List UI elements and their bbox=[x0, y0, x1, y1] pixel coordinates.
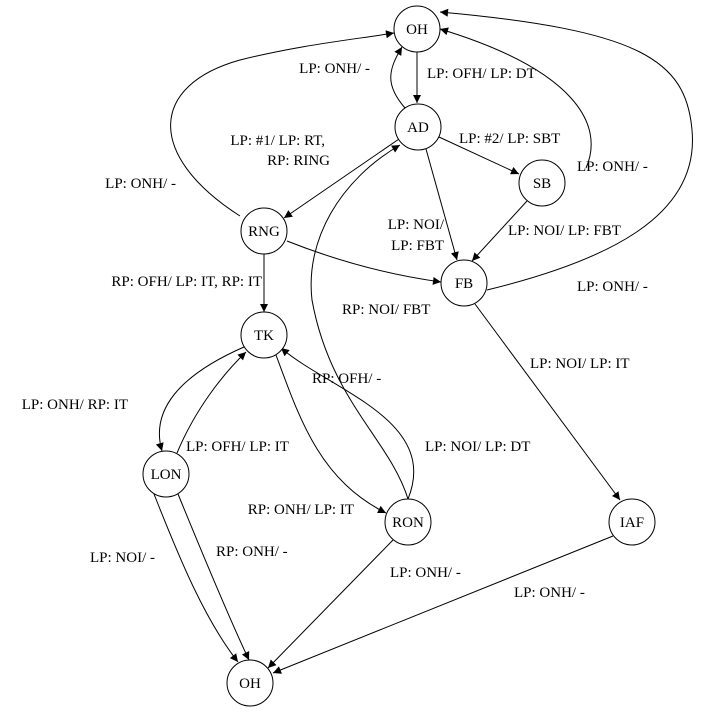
state-node-oh-bottom: OH bbox=[226, 659, 274, 707]
edge-fb-iaf bbox=[474, 303, 621, 501]
state-node-sb: SB bbox=[518, 159, 566, 207]
edge-label-rng-tk: RP: OFH/ LP: IT, RP: IT bbox=[111, 274, 262, 290]
state-node-rng: RNG bbox=[240, 207, 288, 255]
edge-label-ad-sb: LP: #2/ LP: SBT bbox=[459, 131, 560, 147]
state-circle bbox=[440, 259, 488, 307]
state-label: SB bbox=[533, 176, 551, 192]
edge-ron-ad bbox=[310, 144, 409, 500]
edge-label-lon-tk: LP: OFH/ LP: IT bbox=[186, 439, 289, 455]
edge-label-rng-fb: RP: NOI/ FBT bbox=[342, 302, 430, 318]
state-circle bbox=[142, 450, 190, 498]
state-node-ad: AD bbox=[394, 103, 442, 151]
edge-fb-oh bbox=[439, 8, 693, 291]
edge-ron-tk bbox=[280, 347, 415, 500]
edge-ad-sb bbox=[438, 136, 520, 175]
edge-label-ad-fb: LP: NOI/ bbox=[388, 217, 445, 233]
state-label: OH bbox=[239, 676, 261, 692]
edge-label-sb-fb: LP: NOI/ LP: FBT bbox=[508, 223, 621, 239]
state-node-fb: FB bbox=[440, 259, 488, 307]
state-label: LON bbox=[151, 467, 182, 483]
state-circle bbox=[226, 659, 274, 707]
edge-iaf-oh bbox=[272, 535, 614, 674]
state-circle bbox=[240, 207, 288, 255]
state-circle bbox=[384, 498, 432, 546]
state-node-iaf: IAF bbox=[608, 498, 656, 546]
state-circle bbox=[518, 159, 566, 207]
edge-label-iaf-oh: LP: ONH/ - bbox=[514, 585, 585, 601]
state-node-lon: LON bbox=[142, 450, 190, 498]
edge-label-fb-iaf: LP: NOI/ LP: IT bbox=[530, 356, 630, 372]
state-label: AD bbox=[407, 120, 429, 136]
edge-label-ad-oh: LP: ONH/ - bbox=[299, 61, 370, 77]
edge-lon-oh-a bbox=[153, 493, 239, 663]
state-circle bbox=[240, 311, 288, 359]
edge-ron-oh bbox=[267, 539, 394, 669]
edge-label-lon-oh-a: LP: NOI/ - bbox=[90, 550, 155, 566]
edge-rng-fb bbox=[286, 240, 442, 285]
edge-label-tk-ron: RP: ONH/ LP: IT bbox=[248, 502, 354, 518]
state-node-tk: TK bbox=[240, 311, 288, 359]
edge-label-ad-rng: RP: RING bbox=[267, 153, 330, 169]
edge-label-lon-oh-b: RP: ONH/ - bbox=[216, 544, 288, 560]
edge-lon-oh-b bbox=[177, 493, 250, 661]
edge-label-ad-fb: LP: FBT bbox=[391, 238, 444, 254]
edge-label-oh-ad: LP: OFH/ LP: DT bbox=[427, 66, 536, 82]
edge-label-ron-oh: LP: ONH/ - bbox=[390, 565, 461, 581]
state-node-oh-top: OH bbox=[393, 5, 441, 53]
edge-sb-oh bbox=[439, 27, 592, 169]
edge-tk-ron bbox=[275, 354, 387, 514]
state-label: RON bbox=[392, 515, 424, 531]
edge-label-rng-oh: LP: ONH/ - bbox=[105, 176, 176, 192]
edge-rng-oh bbox=[170, 30, 395, 217]
edge-label-sb-oh: LP: ONH/ - bbox=[577, 159, 648, 175]
edge-label-tk-lon: LP: ONH/ RP: IT bbox=[22, 397, 128, 413]
edge-sb-fb bbox=[471, 200, 528, 262]
state-label: RNG bbox=[248, 224, 280, 240]
state-circle bbox=[608, 498, 656, 546]
state-circle bbox=[394, 103, 442, 151]
state-node-ron: RON bbox=[384, 498, 432, 546]
state-label: FB bbox=[455, 276, 473, 292]
edge-tk-lon bbox=[155, 346, 245, 452]
state-label: OH bbox=[406, 22, 428, 38]
edge-label-ron-ad: LP: NOI/ LP: DT bbox=[425, 439, 530, 455]
edge-label-fb-oh: LP: ONH/ - bbox=[577, 279, 648, 295]
edge-label-ad-rng: LP: #1/ LP: RT, bbox=[230, 133, 325, 149]
edge-ad-oh bbox=[390, 46, 406, 109]
state-label: TK bbox=[254, 328, 274, 344]
state-circle bbox=[393, 5, 441, 53]
edge-ad-rng bbox=[283, 138, 400, 219]
edge-ad-fb bbox=[425, 148, 459, 261]
edge-label-ron-tk: RP: OFH/ - bbox=[312, 371, 381, 387]
state-label: IAF bbox=[620, 515, 644, 531]
edge-lon-tk bbox=[176, 351, 247, 454]
